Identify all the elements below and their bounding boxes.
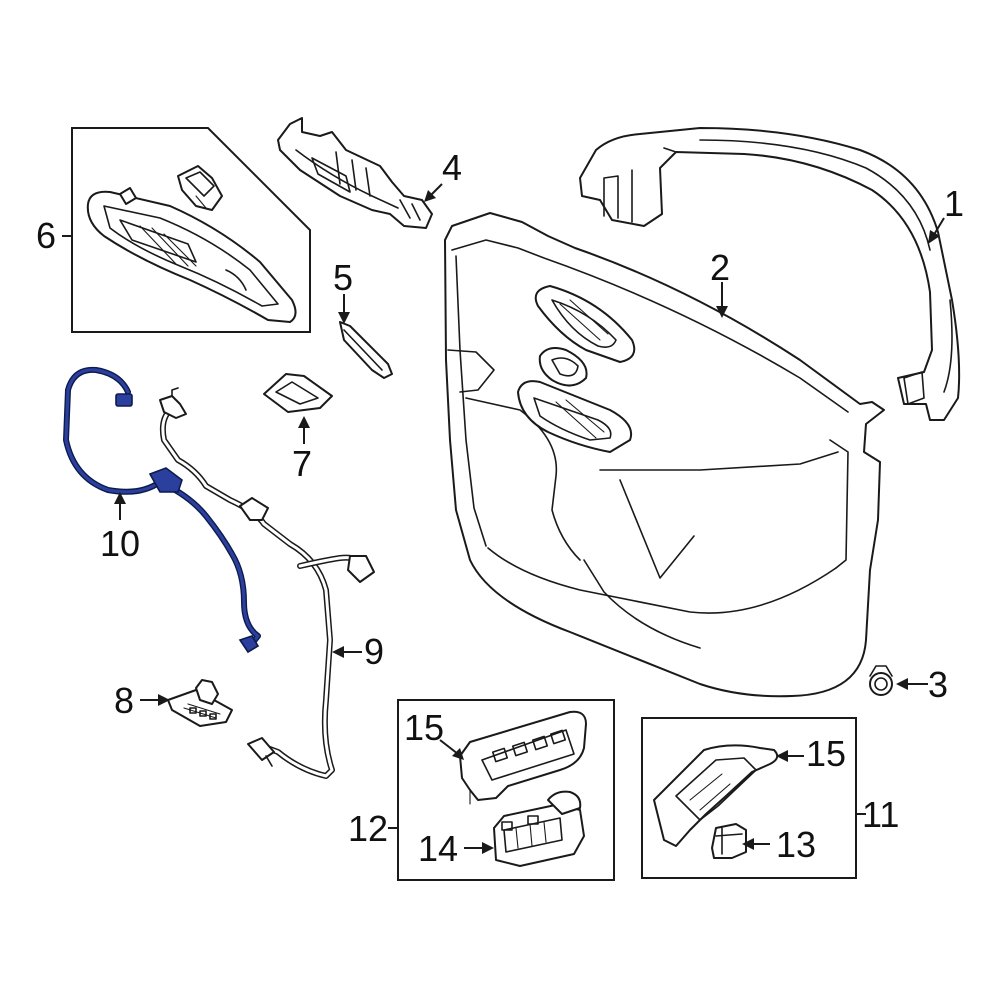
callout-9: 9 — [364, 631, 384, 672]
callout-2: 2 — [710, 247, 730, 288]
part-1-upper-trim-molding — [579, 127, 961, 421]
leader-lines — [62, 183, 945, 854]
callout-3: 3 — [928, 664, 948, 705]
part-8-switch — [167, 679, 233, 727]
part-6-handle-bezel — [71, 127, 311, 333]
part-3-clip — [869, 665, 893, 696]
part-2-door-trim-panel — [444, 212, 885, 698]
group-11-switch-assembly — [641, 717, 857, 879]
callout-7: 7 — [292, 443, 312, 484]
callout-15-left: 15 — [404, 707, 444, 748]
part-7-courtesy-lamp — [263, 373, 333, 413]
callout-labels: 1 2 3 4 5 6 7 8 9 10 11 12 13 14 15 15 — [36, 147, 964, 869]
callout-1: 1 — [944, 183, 964, 224]
callout-13: 13 — [776, 824, 816, 865]
part-4-bracket — [277, 117, 433, 229]
part-9-wiring-harness — [159, 387, 375, 779]
callout-10: 10 — [100, 523, 140, 564]
callout-14: 14 — [418, 828, 458, 869]
part-5-trim-cover — [339, 321, 393, 379]
callout-11: 11 — [862, 794, 899, 835]
callout-4: 4 — [442, 147, 462, 188]
group-12-switch-assembly — [397, 699, 615, 881]
part-10-wiring-harness-highlighted — [63, 366, 261, 654]
callout-5: 5 — [333, 257, 353, 298]
callout-6: 6 — [36, 215, 56, 256]
callout-8: 8 — [114, 680, 134, 721]
callout-15-right: 15 — [806, 733, 846, 774]
callout-12: 12 — [348, 808, 388, 849]
